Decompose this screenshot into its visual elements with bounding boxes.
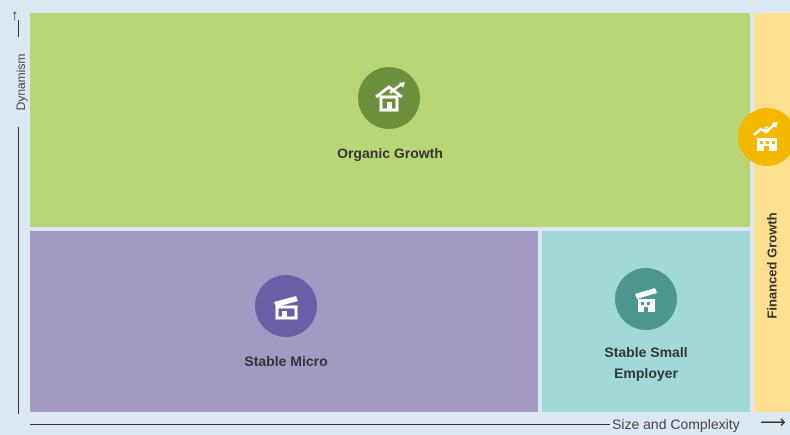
financed-growth-label: Financed Growth	[764, 211, 780, 319]
region-financed-growth	[754, 13, 790, 412]
stable-micro-label: Stable Micro	[244, 353, 328, 369]
dollar-building-icon: $	[738, 108, 790, 166]
stable-small-employer-label-line2: Employer	[614, 365, 678, 381]
y-axis-label: Dynamism	[14, 37, 28, 127]
stable-small-employer-label: Stable Small Employer	[566, 342, 726, 384]
financed-growth-label-wrap: Financed Growth	[754, 190, 790, 340]
house-growth-icon	[358, 67, 420, 129]
x-axis-label: Size and Complexity	[612, 416, 740, 432]
svg-text:$: $	[764, 125, 769, 135]
building-growth-icon	[615, 268, 677, 330]
y-axis-arrow-icon: ↑	[11, 7, 19, 24]
shop-icon	[255, 275, 317, 337]
x-axis-line	[30, 424, 610, 425]
x-axis-arrow-icon: ⟶	[760, 412, 786, 432]
organic-growth-label: Organic Growth	[337, 145, 443, 161]
y-axis-line	[18, 20, 19, 414]
stable-small-employer-label-line1: Stable Small	[604, 344, 688, 360]
